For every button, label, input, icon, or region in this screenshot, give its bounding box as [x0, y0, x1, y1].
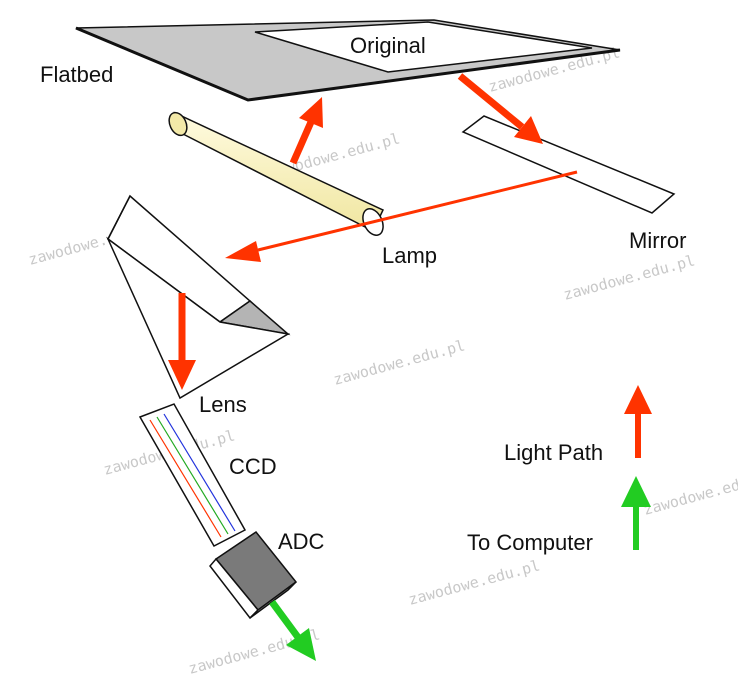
legend-light-path-label: Light Path — [504, 440, 603, 465]
legend-light-path: Light Path — [504, 385, 652, 465]
watermark-layer: zawodowe.edu.pl zawodowe.edu.pl zawodowe… — [26, 43, 738, 677]
adc-chip — [209, 530, 298, 620]
label-lens: Lens — [199, 392, 247, 417]
watermark-text: zawodowe.edu.pl — [406, 556, 542, 608]
label-lamp: Lamp — [382, 243, 437, 268]
ccd — [138, 403, 247, 547]
arrow-mirror-to-prism — [225, 170, 578, 262]
arrow-lamp-to-original — [289, 97, 323, 165]
label-adc: ADC — [278, 529, 325, 554]
legend: Light Path To Computer — [467, 385, 652, 555]
legend-to-computer-label: To Computer — [467, 530, 593, 555]
flatbed — [75, 19, 621, 102]
label-flatbed: Flatbed — [40, 62, 113, 87]
watermark-text: zawodowe.edu.pl — [641, 466, 738, 518]
watermark-text: zawodowe.edu.pl — [561, 251, 697, 303]
light-path-arrows — [168, 73, 578, 390]
label-original: Original — [350, 33, 426, 58]
original-document — [254, 21, 593, 73]
arrow-adc-to-computer — [269, 599, 316, 661]
lamp — [168, 111, 385, 236]
watermark-text: zawodowe.edu.pl — [331, 336, 467, 388]
arrow-prism-to-lens — [168, 293, 196, 390]
label-ccd: CCD — [229, 454, 277, 479]
prism — [106, 194, 291, 400]
legend-to-computer: To Computer — [467, 476, 651, 555]
label-mirror: Mirror — [629, 228, 686, 253]
mirror — [461, 115, 676, 214]
arrow-original-to-mirror — [457, 73, 543, 144]
